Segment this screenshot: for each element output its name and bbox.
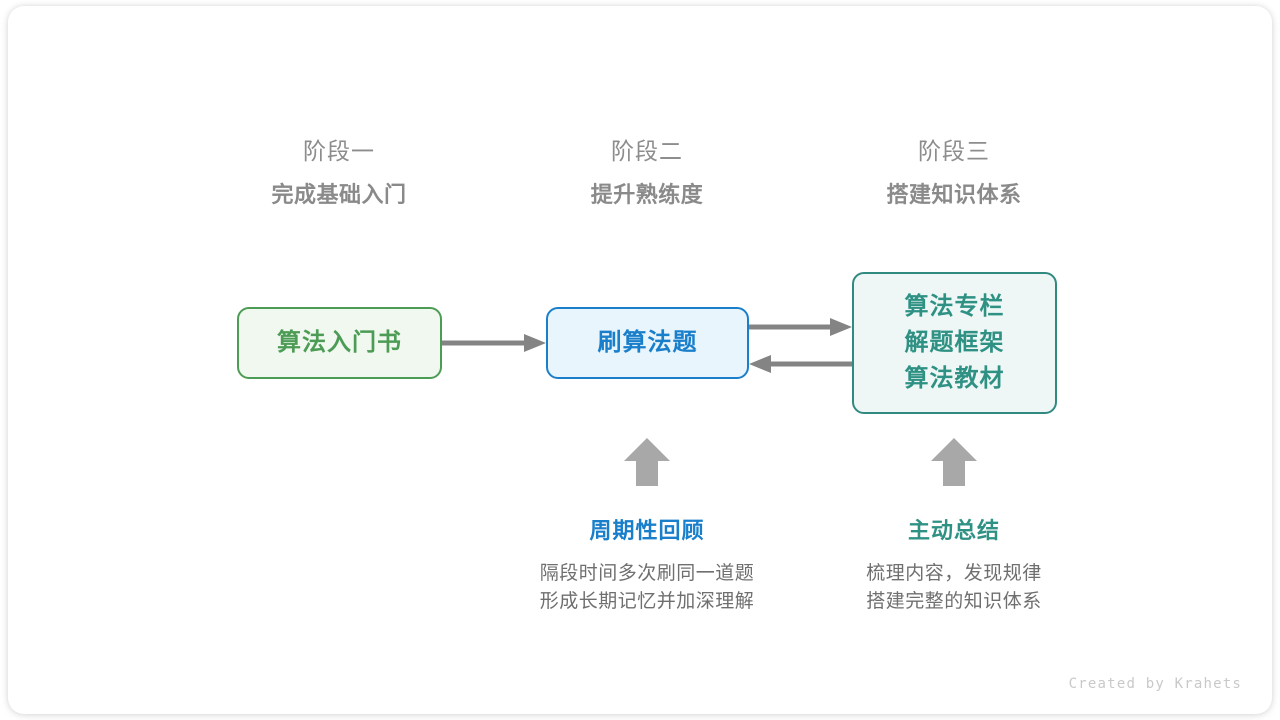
- diagram-canvas: 阶段一 完成基础入门 阶段二 提升熟练度 阶段三 搭建知识体系 算法入门书 刷算…: [8, 6, 1272, 714]
- stage-header-2: 阶段二 提升熟练度: [517, 134, 777, 212]
- node-label: 刷算法题: [597, 329, 698, 356]
- stage-number: 阶段一: [303, 138, 375, 164]
- node-label: 算法专栏: [904, 293, 1005, 320]
- arrow-practice-to-knowledge: [749, 318, 852, 336]
- node-practice-problems[interactable]: 刷算法题: [546, 307, 749, 379]
- annotation-periodic-review: 周期性回顾 隔段时间多次刷同一道题 形成长期记忆并加深理解: [497, 516, 797, 616]
- stage-title: 完成基础入门: [271, 182, 407, 207]
- stage-header-3: 阶段三 搭建知识体系: [824, 134, 1084, 212]
- arrow-book-to-practice: [442, 334, 546, 352]
- up-arrow-review: [624, 438, 670, 486]
- stage-title: 提升熟练度: [590, 182, 704, 207]
- annotation-title: 主动总结: [907, 518, 1000, 543]
- annotation-description: 隔段时间多次刷同一道题 形成长期记忆并加深理解: [497, 560, 797, 616]
- annotation-description-line: 形成长期记忆并加深理解: [539, 591, 755, 612]
- stage-title: 搭建知识体系: [886, 182, 1022, 207]
- annotation-description-line: 搭建完整的知识体系: [866, 591, 1042, 612]
- annotation-description-line: 隔段时间多次刷同一道题: [539, 563, 755, 584]
- stage-number: 阶段二: [611, 138, 683, 164]
- node-label: 算法入门书: [277, 329, 402, 356]
- annotation-description: 梳理内容，发现规律 搭建完整的知识体系: [804, 560, 1104, 616]
- node-knowledge-system[interactable]: 算法专栏 解题框架 算法教材: [852, 272, 1057, 414]
- stage-header-1: 阶段一 完成基础入门: [209, 134, 469, 212]
- annotation-description-line: 梳理内容，发现规律: [866, 563, 1042, 584]
- node-algorithm-intro-book[interactable]: 算法入门书: [237, 307, 442, 379]
- footer-credit: Created by Krahets: [1068, 676, 1242, 692]
- node-label: 算法教材: [904, 365, 1005, 392]
- arrow-knowledge-to-practice: [749, 355, 852, 373]
- stage-number: 阶段三: [918, 138, 990, 164]
- up-arrow-summary: [931, 438, 977, 486]
- annotation-active-summary: 主动总结 梳理内容，发现规律 搭建完整的知识体系: [804, 516, 1104, 616]
- node-label: 解题框架: [904, 329, 1005, 356]
- annotation-title: 周期性回顾: [589, 518, 705, 543]
